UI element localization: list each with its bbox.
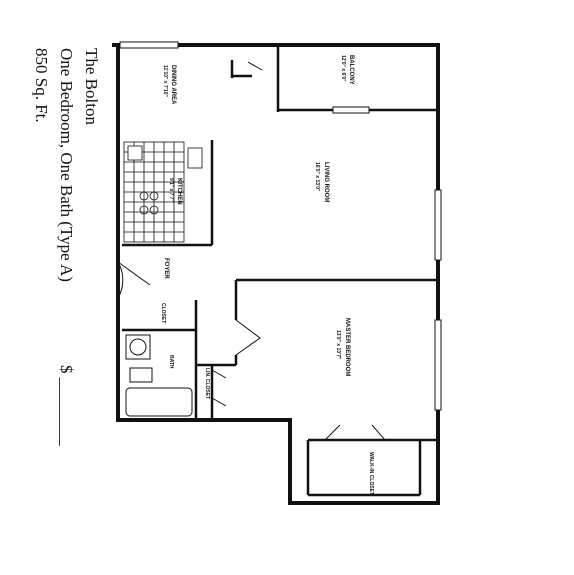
title-block: The Bolton One Bedroom, One Bath (Type A…: [32, 48, 101, 446]
living-room-label: LIVING ROOM: [323, 162, 329, 202]
kitchen-dims: 9'1" x 7'7": [168, 178, 174, 202]
sink-icon: [127, 145, 143, 161]
window-dining: [119, 41, 179, 49]
window-living: [434, 189, 442, 261]
master-bedroom-dims: 13'0" x 13'7": [335, 330, 341, 360]
windows: [119, 41, 442, 411]
bath-label: BATH: [168, 355, 174, 369]
refrigerator-icon: [187, 147, 203, 169]
bath-fixtures: [125, 334, 193, 417]
bedroom-door-icon: [235, 319, 261, 356]
basin-icon: [129, 338, 147, 356]
window-balcony-door: [332, 106, 370, 114]
entry-door-icon: [117, 261, 151, 299]
toilet-icon: [129, 367, 153, 383]
living-room-dims: 16'0" x 13'0": [314, 162, 320, 192]
linen-closet-label: LIN. CLOSET: [204, 368, 210, 399]
price-label: $ ________: [57, 365, 76, 446]
interior-walls: [122, 45, 440, 497]
sink-icon: [125, 334, 151, 360]
burner-icon: [149, 205, 159, 215]
balcony-label: BALCONY: [348, 55, 354, 85]
burner-icon: [139, 205, 149, 215]
master-bedroom-label: MASTER BEDROOM: [344, 318, 350, 376]
kitchen-fixtures: [123, 141, 203, 243]
walk-in-closet-label: WALK-IN CLOSET: [368, 452, 374, 495]
walkin-door-icon: [324, 424, 386, 441]
burner-icon: [149, 191, 159, 201]
balcony-dims: 12'0" x 6'0": [340, 55, 346, 82]
bathtub-icon: [125, 387, 193, 417]
dining-dims: 11'10" x 7'10": [162, 65, 168, 97]
burner-icon: [139, 191, 149, 201]
linen-door-icon: [211, 369, 227, 407]
kitchen-label: KITCHEN: [176, 178, 182, 205]
exterior-walls: [112, 43, 440, 505]
building-name: The Bolton: [82, 48, 101, 125]
closet-label: CLOSET: [160, 303, 166, 323]
dining-label: DINING AREA: [170, 65, 176, 105]
window-bedroom: [434, 319, 442, 411]
room-labels: BALCONY 12'0" x 6'0" DINING AREA 11'10" …: [160, 55, 374, 495]
doors: [117, 61, 386, 441]
closet-door-icon: [247, 61, 263, 71]
unit-type: One Bedroom, One Bath (Type A): [57, 48, 76, 282]
square-footage: 850 Sq. Ft.: [32, 48, 51, 123]
foyer-label: FOYER: [163, 258, 169, 279]
